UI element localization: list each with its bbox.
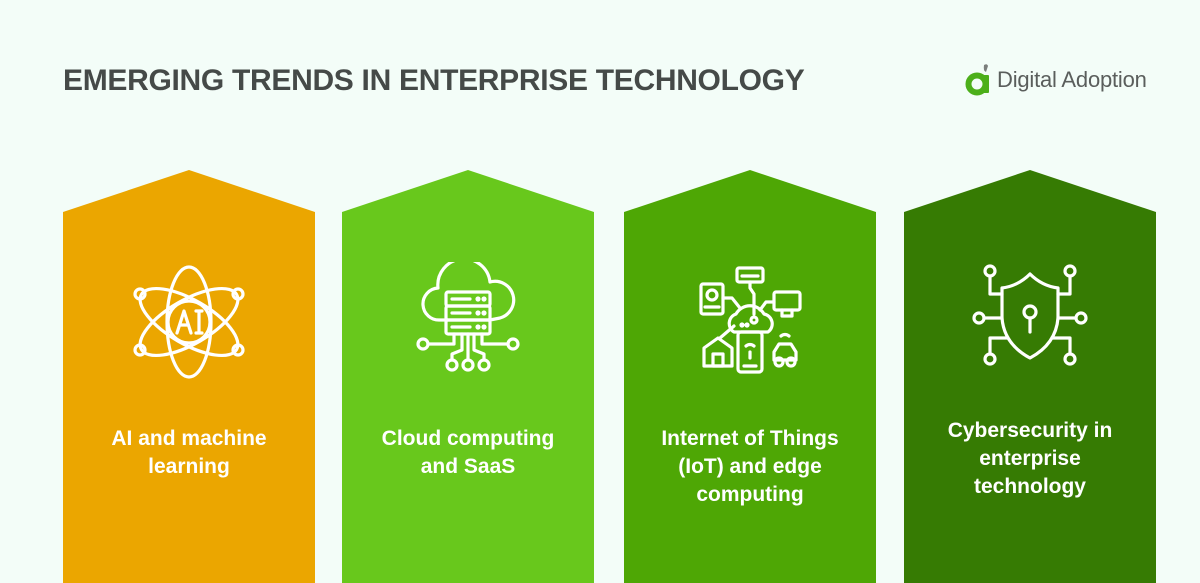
card-label: AI and machine learning: [111, 427, 267, 478]
logo-text: Digital Adoption: [997, 67, 1147, 92]
cloud-server-icon: [408, 262, 528, 382]
ai-atom-icon: [129, 262, 249, 382]
trend-card-ai: AI and machine learning: [63, 170, 315, 583]
iot-network-icon: [690, 262, 810, 382]
shield-circuit-icon: [970, 262, 1090, 382]
page-title: EMERGING TRENDS IN ENTERPRISE TECHNOLOGY: [63, 64, 805, 97]
card-label: Cybersecurity in enterprise technology: [947, 419, 1113, 498]
trend-card-iot: Internet of Things (IoT) and edge comput…: [624, 170, 876, 583]
card-label: Cloud computing and SaaS: [381, 427, 555, 478]
digital-adoption-logo: Digital Adoption: [964, 60, 1147, 100]
digital-adoption-logo-icon: [965, 64, 989, 96]
trend-card-cloud: Cloud computing and SaaS: [342, 170, 594, 583]
trend-card-cybersecurity: Cybersecurity in enterprise technology: [904, 170, 1156, 583]
card-label: Internet of Things (IoT) and edge comput…: [661, 427, 839, 506]
